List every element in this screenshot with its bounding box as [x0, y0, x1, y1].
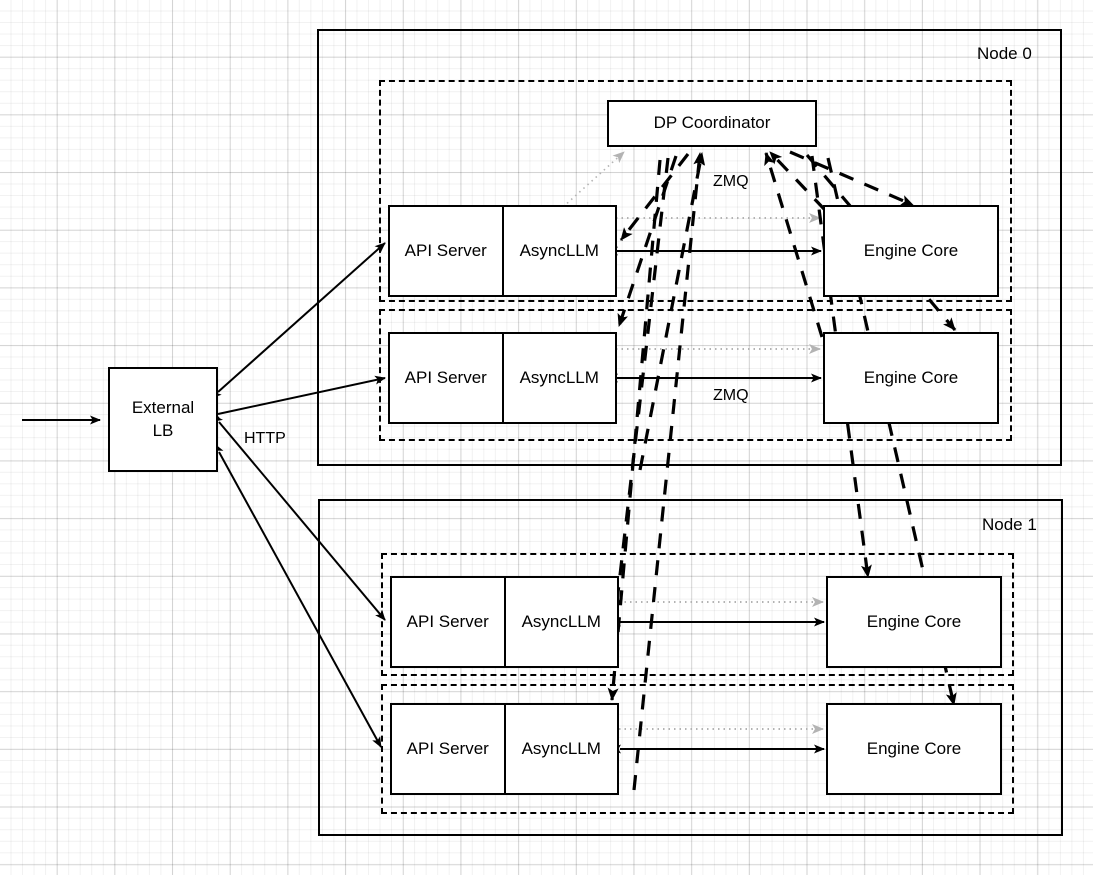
dp-coordinator-box[interactable]: DP Coordinator	[607, 100, 817, 147]
node-1-group-0-engine-core-label: Engine Core	[866, 611, 962, 631]
node-0-container	[317, 29, 1062, 466]
node-1-group-1-async-llm[interactable]: AsyncLLM	[521, 739, 601, 758]
node-1-group-1-api-unit[interactable]: API Server AsyncLLM	[390, 703, 619, 795]
node-1-group-0-api-unit[interactable]: API Server AsyncLLM	[390, 576, 619, 668]
zmq-top-label: ZMQ	[713, 173, 749, 190]
node-1-group-0	[381, 553, 1014, 676]
node-0-group-0	[379, 80, 1012, 302]
node-1-group-0-engine-core[interactable]: Engine Core	[826, 576, 1002, 668]
node-1-group-1-engine-core-label: Engine Core	[866, 738, 962, 758]
external-lb-label-line2: LB	[152, 420, 174, 440]
node-0-group-1-api-server[interactable]: API Server	[390, 334, 504, 422]
http-edge-label: HTTP	[244, 430, 286, 447]
node-1-group-1-api-server[interactable]: API Server	[392, 705, 506, 793]
node-0-group-0-api-unit[interactable]: API Server AsyncLLM	[388, 205, 617, 297]
node-1-group-0-api-server[interactable]: API Server	[392, 578, 506, 666]
zmq-second-label: ZMQ	[713, 387, 749, 404]
dp-coordinator-label: DP Coordinator	[653, 113, 771, 133]
node-0-label: Node 0	[977, 44, 1032, 63]
node-0-group-0-engine-core-label: Engine Core	[863, 240, 959, 260]
node-0-group-0-api-server[interactable]: API Server	[390, 207, 504, 295]
node-1-group-1	[381, 684, 1014, 814]
node-0-group-1-api-unit[interactable]: API Server AsyncLLM	[388, 332, 617, 424]
external-lb-box[interactable]: External LB	[108, 367, 218, 472]
node-1-group-0-async-llm[interactable]: AsyncLLM	[521, 612, 601, 631]
node-0-group-1	[379, 309, 1012, 441]
node-0-group-0-engine-core[interactable]: Engine Core	[823, 205, 999, 297]
node-1-container	[318, 499, 1063, 836]
node-0-group-1-engine-core-label: Engine Core	[863, 367, 959, 387]
external-lb-label-line1: External	[131, 397, 195, 417]
node-0-group-1-async-llm[interactable]: AsyncLLM	[519, 368, 599, 387]
node-0-group-1-engine-core[interactable]: Engine Core	[823, 332, 999, 424]
node-0-group-0-async-llm[interactable]: AsyncLLM	[519, 241, 599, 260]
node-1-label: Node 1	[982, 515, 1037, 534]
node-1-group-1-engine-core[interactable]: Engine Core	[826, 703, 1002, 795]
